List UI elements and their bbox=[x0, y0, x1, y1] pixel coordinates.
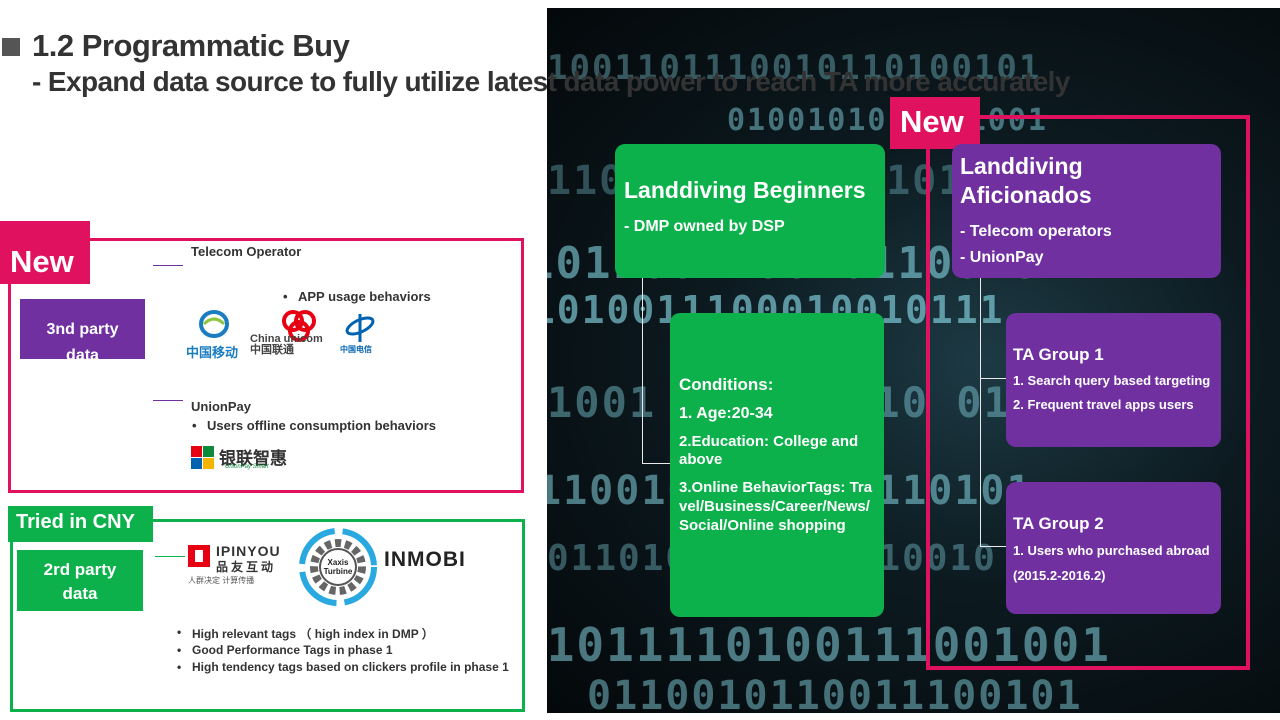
xaxis-turbine-logo-text: Xaxis Turbine bbox=[323, 558, 353, 576]
tried-in-cny-badge: Tried in CNY bbox=[8, 506, 153, 542]
second-party-bullet: High relevant tags （ high index in DMP ） bbox=[177, 625, 434, 642]
conditions-heading: Conditions: bbox=[679, 375, 774, 394]
second-party-label-line2: data bbox=[62, 584, 98, 603]
beginners-connector-horizontal bbox=[642, 463, 670, 464]
condition-item: 3.Online BehaviorTags: Travel/Business/C… bbox=[679, 479, 873, 534]
ta-group-2-item: 1. Users who purchased abroad bbox=[1013, 543, 1210, 558]
beginners-subtitle: - DMP owned by DSP bbox=[624, 218, 785, 235]
ipinyou-logo-cn: 品友互动 bbox=[216, 560, 277, 574]
unionpay-heading: UnionPay bbox=[191, 399, 251, 414]
ta-group-1-box: TA Group 1 1. Search query based targeti… bbox=[1006, 313, 1221, 447]
beginners-box: Landdiving Beginners - DMP owned by DSP bbox=[615, 144, 885, 278]
third-party-label-line1: 3nd party bbox=[46, 321, 119, 338]
ipinyou-logo-text: IPINYOU bbox=[216, 543, 281, 559]
inmobi-logo: INMOBI bbox=[384, 548, 466, 571]
ta-group-2-title: TA Group 2 bbox=[1013, 514, 1104, 533]
ta-group-1-item: 1. Search query based targeting bbox=[1013, 373, 1211, 388]
condition-item: 1. Age:20-34 bbox=[679, 405, 773, 422]
new-badge-right: New bbox=[890, 97, 980, 149]
china-unicom-logo-icon bbox=[282, 310, 316, 342]
aficionados-frame bbox=[926, 115, 1250, 670]
third-party-label: 3nd party data bbox=[20, 299, 145, 359]
third-party-label-line2: data bbox=[66, 347, 99, 359]
second-party-bullet: High tendency tags based on clickers pro… bbox=[177, 660, 509, 674]
china-telecom-logo-text: 中国电信 bbox=[340, 345, 372, 354]
unionpay-smart-logo: 银联智惠 UnionPay Smart bbox=[189, 444, 299, 472]
new-badge-left: New bbox=[0, 221, 90, 284]
aficionados-connector-vertical bbox=[980, 276, 981, 547]
china-telecom-logo-icon bbox=[345, 314, 375, 342]
telecom-heading: Telecom Operator bbox=[191, 244, 302, 259]
second-party-label: 2rd party data bbox=[17, 550, 143, 611]
second-party-label-line1: 2rd party bbox=[43, 560, 117, 579]
page-subtitle: - Expand data source to fully utilize la… bbox=[32, 66, 1070, 97]
unionpay-logo-text: 银联智惠 bbox=[219, 449, 287, 468]
aficionados-title-line1: Landdiving bbox=[960, 153, 1083, 179]
unionpay-cube-icon bbox=[191, 446, 214, 469]
ipinyou-logo-icon bbox=[188, 545, 210, 567]
beginners-conditions-box: Conditions: 1. Age:20-34 2.Education: Co… bbox=[670, 313, 884, 617]
aficionados-connector-h2 bbox=[980, 546, 1008, 547]
connector-line bbox=[153, 400, 183, 401]
ipinyou-logo: IPINYOU 品友互动 人群决定 计算传播 bbox=[186, 543, 294, 588]
ta-group-2-item: (2015.2-2016.2) bbox=[1013, 568, 1106, 583]
third-party-frame bbox=[8, 238, 524, 493]
unionpay-bullet: Users offline consumption behaviors bbox=[192, 418, 436, 433]
telecom-bullet: APP usage behaviors bbox=[283, 289, 431, 304]
beginners-connector-vertical bbox=[642, 276, 643, 464]
connector-line bbox=[153, 265, 183, 266]
ta-group-2-box: TA Group 2 1. Users who purchased abroad… bbox=[1006, 482, 1221, 614]
connector-line bbox=[155, 556, 185, 557]
ipinyou-logo-sub: 人群决定 计算传播 bbox=[188, 576, 255, 585]
title-bullet-square bbox=[2, 38, 20, 56]
condition-item: 2.Education: College and above bbox=[679, 433, 859, 468]
china-telecom-logo: 中国电信 bbox=[340, 310, 385, 360]
china-mobile-logo-text: 中国移动 bbox=[186, 345, 239, 360]
aficionados-source: - Telecom operators bbox=[960, 223, 1112, 240]
china-mobile-logo-icon bbox=[199, 310, 229, 338]
beginners-title: Landdiving Beginners bbox=[624, 177, 866, 203]
xaxis-turbine-gear-icon bbox=[299, 528, 377, 606]
china-unicom-logo: China unicom中国联通 bbox=[250, 308, 332, 360]
aficionados-title-line2: Aficionados bbox=[960, 182, 1092, 208]
aficionados-source: - UnionPay bbox=[960, 249, 1044, 266]
china-mobile-logo: 中国移动 bbox=[186, 308, 246, 360]
ta-group-1-title: TA Group 1 bbox=[1013, 345, 1104, 364]
aficionados-box: Landdiving Aficionados - Telecom operato… bbox=[952, 144, 1221, 278]
ta-group-1-item: 2. Frequent travel apps users bbox=[1013, 397, 1194, 412]
second-party-frame bbox=[10, 519, 525, 712]
aficionados-connector-h1 bbox=[980, 378, 1008, 379]
china-unicom-logo-text: China unicom中国联通 bbox=[250, 333, 323, 356]
second-party-bullet: Good Performance Tags in phase 1 bbox=[177, 643, 392, 657]
page-title: 1.2 Programmatic Buy bbox=[32, 28, 350, 63]
xaxis-turbine-logo: Xaxis Turbine bbox=[297, 527, 379, 607]
unionpay-logo-subtext: UnionPay Smart bbox=[225, 464, 269, 470]
